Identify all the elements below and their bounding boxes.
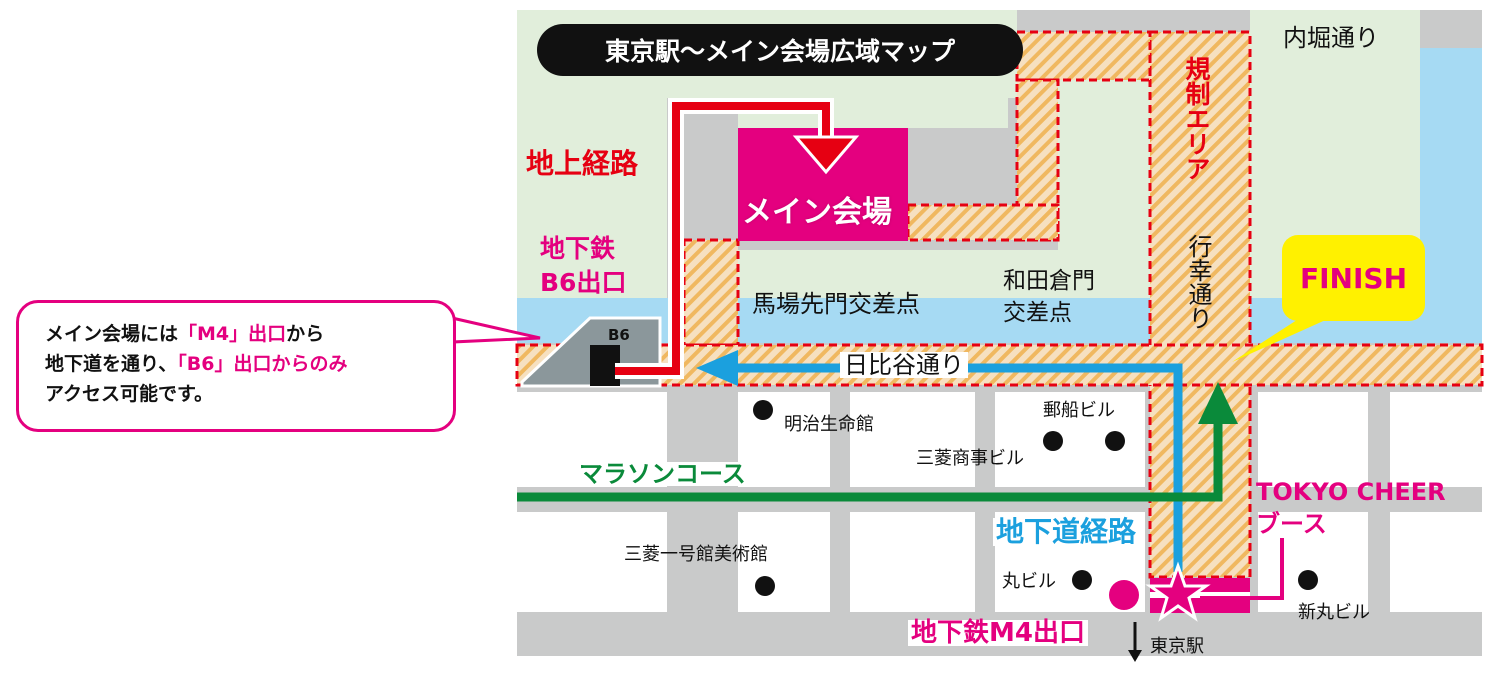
meiji-seimei-dot xyxy=(753,400,773,420)
tokyo-cheer-booth-strip xyxy=(1150,592,1250,598)
underground-route-label: 地下道経路 xyxy=(993,518,1140,546)
shin-maru-bldg-dot xyxy=(1298,570,1318,590)
callout-highlight: 「B6」出口からのみ xyxy=(177,353,348,375)
mitsubishi-ichigokan-label: 三菱一号館美術館 xyxy=(624,544,768,565)
city-block xyxy=(738,512,830,612)
wadakura-crossing-label: 交差点 xyxy=(1003,300,1072,326)
city-block xyxy=(850,512,975,612)
ground-route-line xyxy=(615,102,830,375)
callout-text: から xyxy=(286,323,325,345)
hibiya-dori-label: 日比谷通り xyxy=(840,352,968,378)
city-block xyxy=(738,392,830,487)
subway-b6-label-line1: 地下鉄 xyxy=(540,234,616,263)
marathon-course-label: マラソンコース xyxy=(575,462,750,486)
b6-sign: B6 xyxy=(608,326,630,344)
city-block xyxy=(1058,48,1153,298)
ground-route-label: 地上経路 xyxy=(526,147,639,180)
main-venue-label: メイン会場 xyxy=(742,195,892,230)
finish-pointer xyxy=(1232,318,1330,362)
city-block xyxy=(1390,392,1482,487)
subway-m4-label: 地下鉄M4出口 xyxy=(908,620,1088,646)
mitsubishi-shoji-label: 三菱商事ビル xyxy=(916,448,1024,469)
city-block xyxy=(517,512,667,612)
yusen-bldg-label: 郵船ビル xyxy=(1043,400,1115,421)
wadakura-crossing-label: 和田倉門 xyxy=(1003,268,1095,294)
callout-text: アクセス可能です。 xyxy=(45,383,214,405)
gyoko-dori-label: 行幸通り xyxy=(1184,234,1212,330)
yusen-bldg-dot xyxy=(1105,431,1125,451)
tokyo-station-label: 東京駅 xyxy=(1150,636,1204,657)
maru-bldg-dot xyxy=(1072,570,1092,590)
map-title: 東京駅〜メイン会場広域マップ xyxy=(537,24,1023,76)
subway-b6-label-line2: B6出口 xyxy=(540,268,627,297)
mitsubishi-ichigokan-dot xyxy=(755,576,775,596)
park-area xyxy=(517,80,667,310)
tokyo-cheer-label-line2: ブース xyxy=(1256,510,1327,538)
city-block xyxy=(850,392,975,487)
m4-exit-marker xyxy=(1109,580,1139,610)
city-block xyxy=(1258,392,1368,487)
cheer-booth-leader xyxy=(1200,538,1284,600)
baba-crossing-label: 馬場先門交差点 xyxy=(752,290,920,318)
uchibori-dori-label: 内堀通り xyxy=(1283,24,1379,52)
maru-bldg-label: 丸ビル xyxy=(1002,571,1056,592)
meiji-seimei-label: 明治生命館 xyxy=(784,414,874,435)
shin-maru-bldg-label: 新丸ビル xyxy=(1298,602,1370,623)
city-block xyxy=(1258,512,1368,612)
city-block xyxy=(1390,512,1482,612)
underground-route-arrow xyxy=(696,350,738,386)
moat xyxy=(1420,48,1482,343)
finish-badge: FINISH xyxy=(1282,235,1425,321)
callout-highlight: 「M4」出口 xyxy=(178,323,287,345)
yusen-bldg-dot xyxy=(1043,431,1063,451)
marathon-course-arrow xyxy=(1198,382,1238,424)
tokyo-cheer-label-line1: TOKYO CHEER xyxy=(1256,478,1446,506)
access-callout: メイン会場には「M4」出口から 地下道を通り、「B6」出口からのみ アクセス可能… xyxy=(16,300,456,432)
marathon-course-line xyxy=(517,420,1223,502)
restricted-area-label: 規制エリア xyxy=(1182,56,1211,181)
callout-text: メイン会場には xyxy=(45,323,179,345)
ground-route-arrow xyxy=(792,135,860,175)
callout-text: 地下道を通り、 xyxy=(45,353,178,375)
start-star-icon xyxy=(1145,561,1211,622)
tokyo-station-arrowhead xyxy=(1128,650,1142,662)
